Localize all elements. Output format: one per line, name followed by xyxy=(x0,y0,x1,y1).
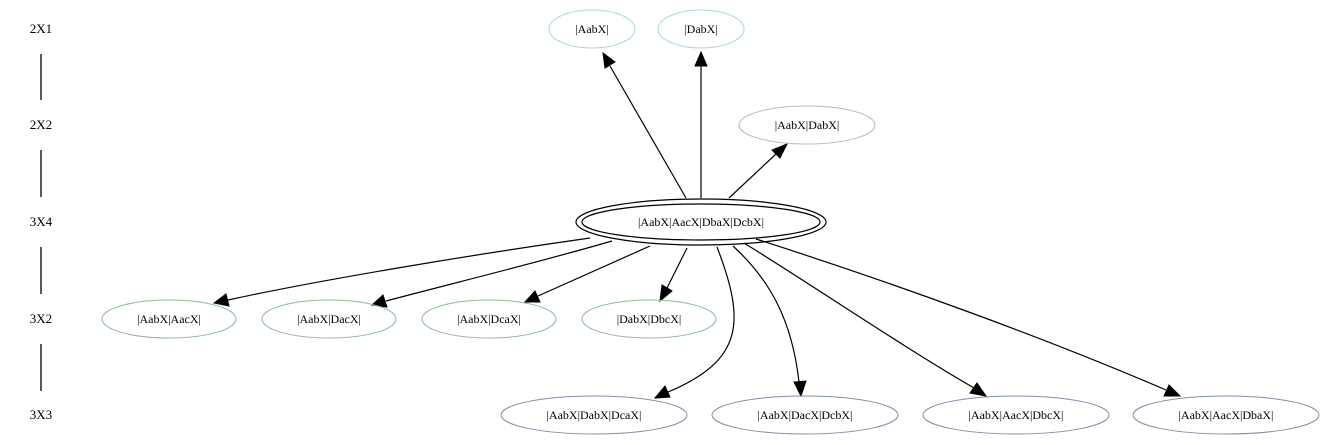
edge xyxy=(755,238,1167,391)
node-dabx[interactable]: |DabX| xyxy=(657,9,745,49)
edge-arrow xyxy=(694,50,708,67)
node-ellipse xyxy=(548,9,636,49)
node-label: |AabX|AacX|DbaX|DcbX| xyxy=(638,215,764,229)
node-ellipse xyxy=(711,395,899,435)
node-root[interactable]: |AabX|AacX|DbaX|DcbX| xyxy=(575,198,827,246)
edge-arrow xyxy=(602,51,616,69)
edge xyxy=(732,245,800,383)
edge-arrow xyxy=(793,380,807,398)
node-aabx-dabx[interactable]: |AabX|DabX| xyxy=(738,105,876,145)
edge-arrow xyxy=(969,382,988,397)
node-aabx-dabx-dcax[interactable]: |AabX|DabX|DcaX| xyxy=(500,395,688,435)
node-ellipse xyxy=(101,299,237,339)
edge-arrow xyxy=(523,290,541,303)
node-ellipse xyxy=(738,105,876,145)
edge-arrow xyxy=(1163,384,1182,397)
edge xyxy=(666,247,688,289)
node-aabx[interactable]: |AabX| xyxy=(548,9,636,49)
node-ellipse xyxy=(657,9,745,49)
node-aabx-aacx-dbax[interactable]: |AabX|AacX|DbaX| xyxy=(1132,395,1320,435)
edge xyxy=(609,65,687,199)
node-aabx-dacx-dcbx[interactable]: |AabX|DacX|DcbX| xyxy=(711,395,899,435)
rank-label-3: 3X4 xyxy=(30,214,53,229)
node-label: |AabX|DacX| xyxy=(297,312,361,326)
node-label: |AabX|DabX|DcaX| xyxy=(547,408,642,422)
node-label: |AabX|DacX|DcbX| xyxy=(758,408,853,422)
edge-arrow xyxy=(771,143,789,159)
node-ellipse xyxy=(500,395,688,435)
node-ellipse xyxy=(581,299,717,339)
node-aabx-aacx-dbcx[interactable]: |AabX|AacX|DbcX| xyxy=(922,395,1110,435)
node-label: |DabX| xyxy=(684,22,717,36)
edge xyxy=(743,242,975,389)
node-label: |AabX|AacX|DbaX| xyxy=(1179,408,1274,422)
node-ellipse xyxy=(1132,395,1320,435)
node-ellipse xyxy=(421,299,557,339)
edges xyxy=(212,50,1182,399)
node-label: |AabX| xyxy=(575,22,608,36)
rank-label-5: 3X3 xyxy=(30,407,52,422)
edge xyxy=(537,245,651,297)
rank-label-1: 2X1 xyxy=(30,21,52,36)
edge-arrow xyxy=(659,284,673,303)
node-dabx-dbcx[interactable]: |DabX|DbcX| xyxy=(581,299,717,339)
node-ellipse xyxy=(261,299,397,339)
node-aabx-aacx[interactable]: |AabX|AacX| xyxy=(101,299,237,339)
node-label: |DabX|DbcX| xyxy=(617,312,682,326)
node-aabx-dacx[interactable]: |AabX|DacX| xyxy=(261,299,397,339)
edge xyxy=(728,153,777,199)
edge-arrow xyxy=(212,293,230,307)
node-label: |AabX|DabX| xyxy=(775,118,840,132)
node-label: |AabX|DcaX| xyxy=(457,312,521,326)
edge-arrow xyxy=(653,385,671,399)
node-aabx-dcax[interactable]: |AabX|DcaX| xyxy=(421,299,557,339)
node-ellipse-outer xyxy=(575,198,827,246)
edge xyxy=(227,237,591,301)
node-label: |AabX|AacX| xyxy=(137,312,201,326)
edge xyxy=(667,246,735,393)
rank-label-2: 2X2 xyxy=(30,117,52,132)
node-ellipse-inner xyxy=(581,203,821,241)
rank-label-4: 3X2 xyxy=(30,311,52,326)
node-ellipse xyxy=(922,395,1110,435)
node-label: |AabX|AacX|DbcX| xyxy=(969,408,1064,422)
edge xyxy=(385,240,613,302)
